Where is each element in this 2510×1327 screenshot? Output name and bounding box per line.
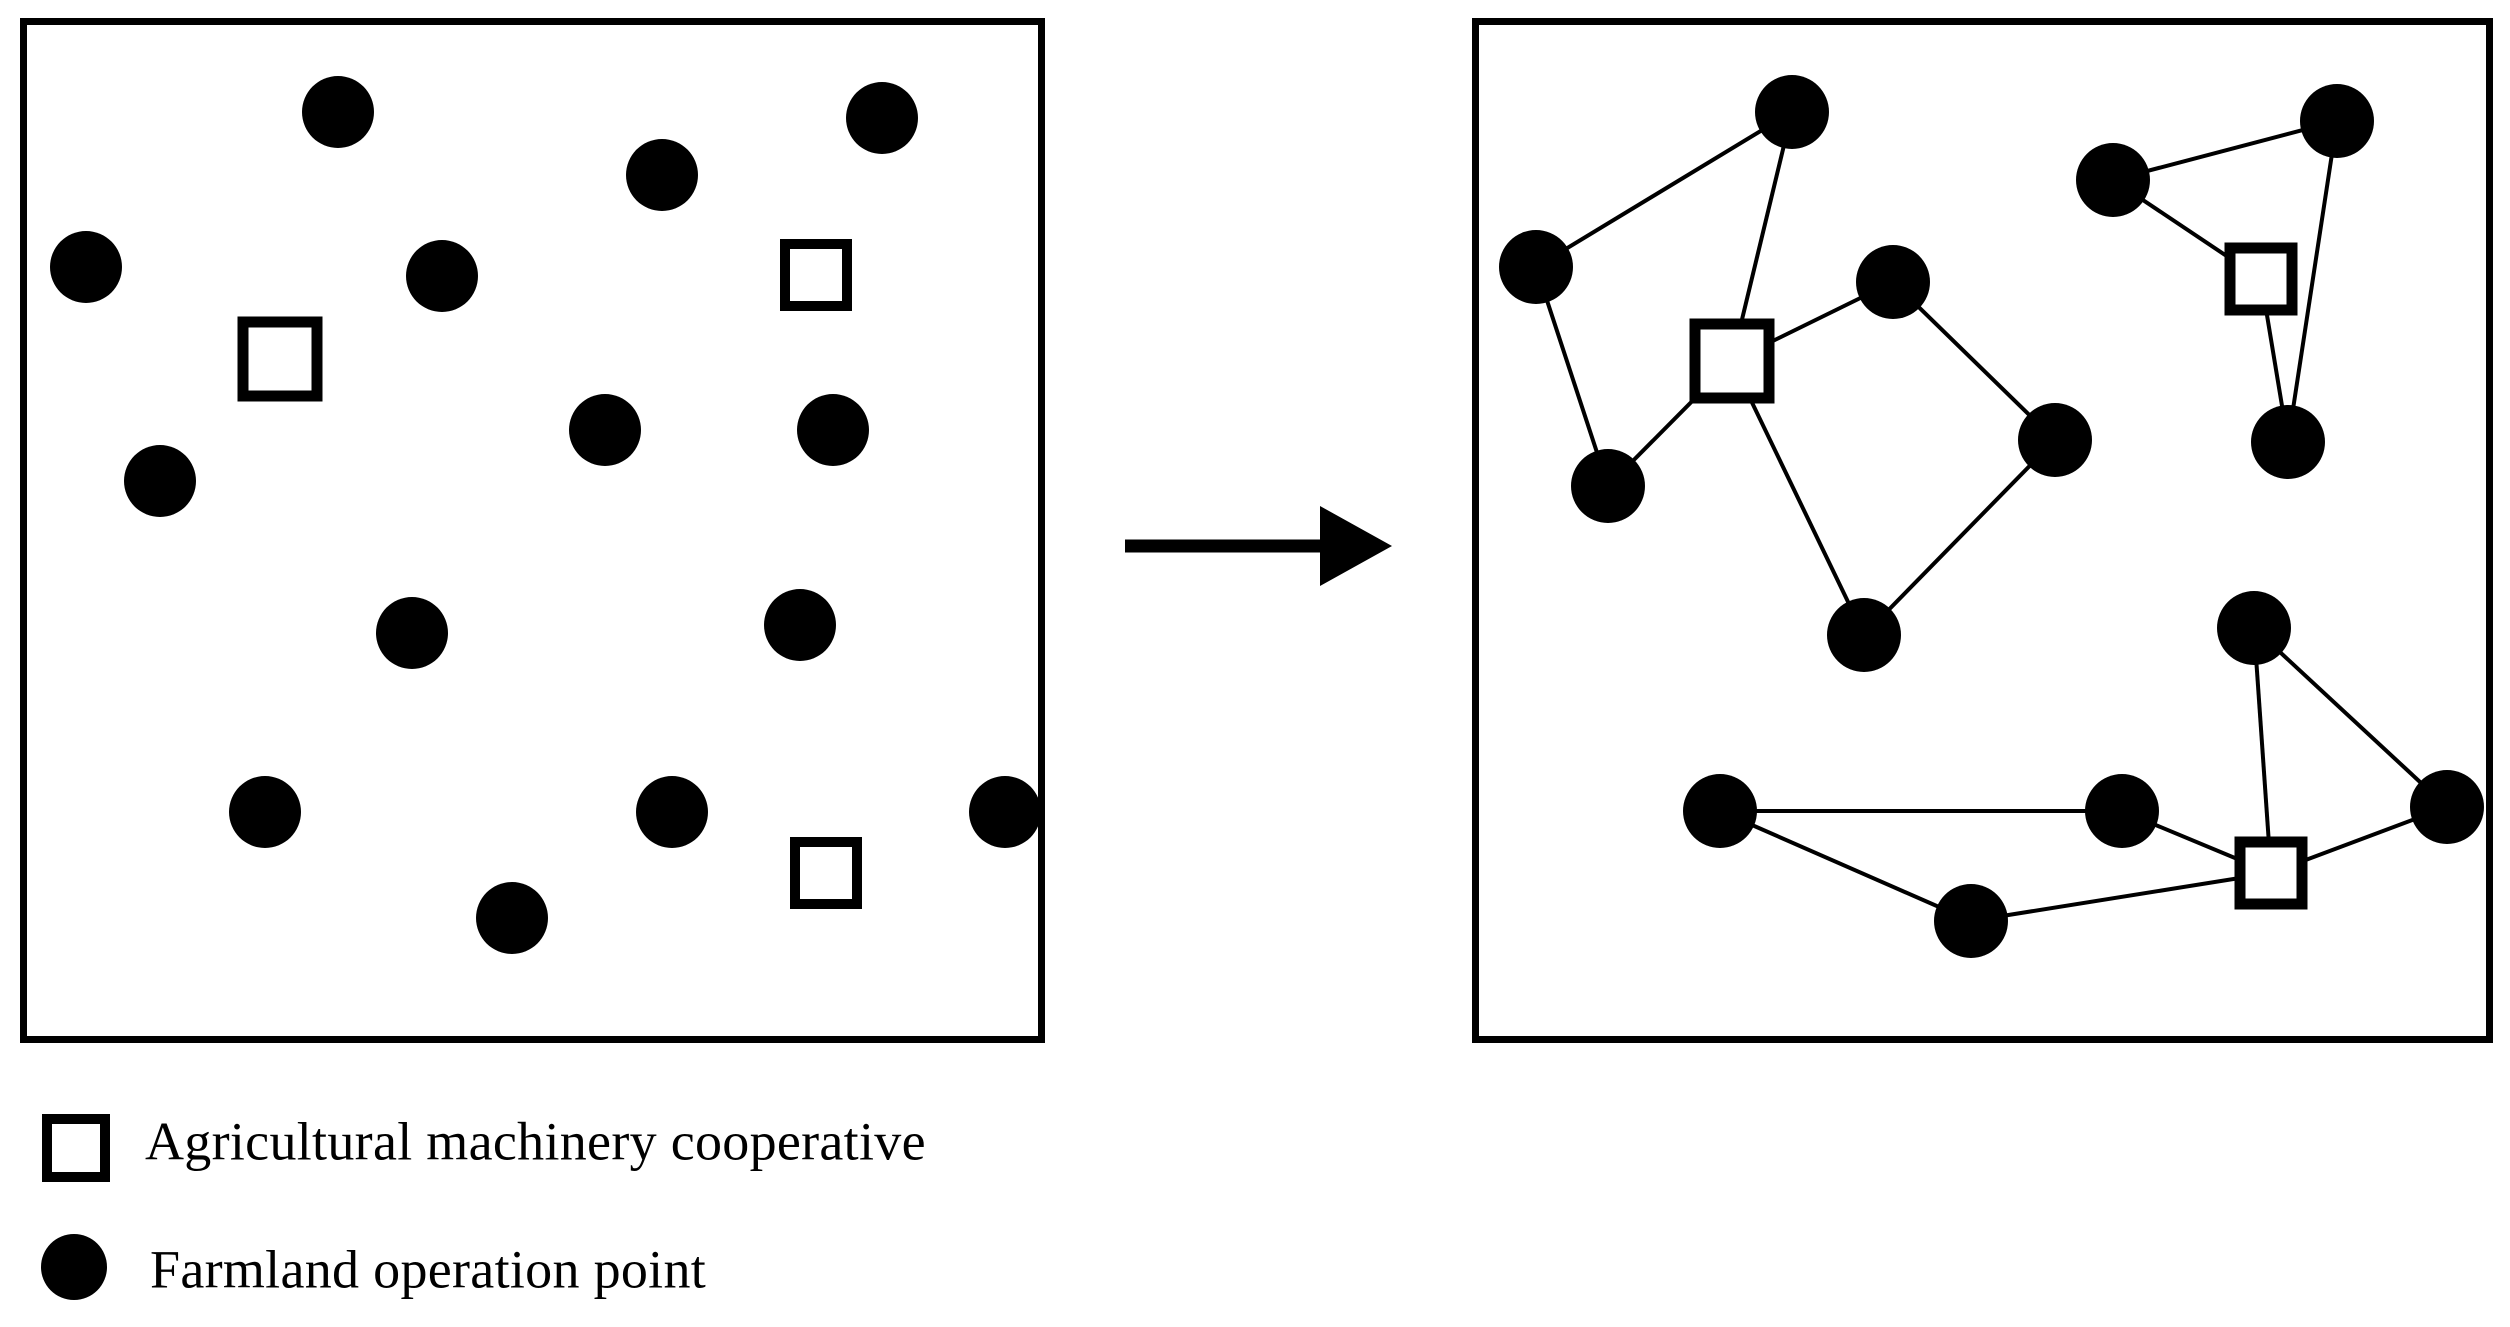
legend-label-cooperative: Agricultural machinery cooperative (145, 1111, 926, 1171)
farmland-operation-point-node[interactable] (1571, 449, 1645, 523)
agricultural-machinery-cooperative-node[interactable] (1689, 318, 1775, 404)
network-edge (1730, 360, 1866, 636)
farmland-operation-point-node[interactable] (2018, 403, 2092, 477)
agricultural-machinery-cooperative-node[interactable] (790, 837, 862, 909)
arrow-glyph (1125, 506, 1392, 586)
farmland-operation-point-node[interactable] (2085, 774, 2159, 848)
transformation-arrow (1125, 506, 1392, 586)
farmland-operation-point-node[interactable] (569, 394, 641, 466)
farmland-circle-icon (41, 1234, 107, 1300)
farmland-operation-point-node[interactable] (476, 882, 548, 954)
farmland-operation-point-node[interactable] (124, 445, 196, 517)
panel-after-shapes (1499, 75, 2484, 958)
farmland-operation-point-node[interactable] (406, 240, 478, 312)
network-edge (1862, 438, 2057, 637)
network-edge (1534, 266, 1610, 487)
agricultural-machinery-cooperative-node[interactable] (780, 239, 852, 311)
agricultural-machinery-cooperative-node[interactable] (2234, 836, 2308, 910)
panel-before-shapes (50, 76, 1041, 954)
network-edge (2112, 119, 2338, 182)
network-edge (1891, 280, 2057, 442)
farmland-operation-point-node[interactable] (2251, 405, 2325, 479)
farmland-operation-point-node[interactable] (1934, 884, 2008, 958)
panel-after-frame (1472, 18, 2493, 1043)
network-edge (2252, 626, 2449, 809)
farmland-operation-point-node[interactable] (1683, 774, 1757, 848)
legend-item-cooperative: Agricultural machinery cooperative (42, 1111, 926, 1182)
panel-before (20, 18, 1045, 1043)
farmland-operation-point-node[interactable] (626, 139, 698, 211)
network-edge (1719, 809, 1972, 923)
farmland-operation-point-node[interactable] (50, 231, 122, 303)
panel-after (1472, 18, 2493, 1043)
farmland-operation-point-node[interactable] (1755, 75, 1829, 149)
farmland-operation-point-node[interactable] (636, 776, 708, 848)
farmland-operation-point-node[interactable] (229, 776, 301, 848)
farmland-operation-point-node[interactable] (764, 589, 836, 661)
cooperative-square-icon (42, 1114, 110, 1182)
legend: Agricultural machinery cooperative Farml… (41, 1111, 926, 1300)
farmland-operation-point-node[interactable] (1827, 598, 1901, 672)
network-edge (1970, 871, 2272, 923)
panel-before-frame (20, 18, 1045, 1043)
farmland-operation-point-node[interactable] (2300, 84, 2374, 158)
farmland-operation-point-node[interactable] (1856, 245, 1930, 319)
legend-item-farmland: Farmland operation point (41, 1234, 706, 1300)
farmland-operation-point-node[interactable] (1499, 230, 1573, 304)
farmland-operation-point-node[interactable] (969, 776, 1041, 848)
farmland-operation-point-node[interactable] (797, 394, 869, 466)
network-edge (1534, 110, 1794, 269)
farmland-operation-point-node[interactable] (846, 82, 918, 154)
farmland-operation-point-node[interactable] (302, 76, 374, 148)
network-edge (2286, 120, 2339, 443)
agricultural-machinery-cooperative-node[interactable] (237, 316, 323, 402)
network-edge (2252, 627, 2273, 874)
agricultural-machinery-cooperative-node[interactable] (2224, 242, 2298, 316)
farmland-operation-point-node[interactable] (2410, 770, 2484, 844)
farmland-operation-point-node[interactable] (2217, 591, 2291, 665)
farmland-operation-point-node[interactable] (2076, 143, 2150, 217)
panel-after-edges (1534, 110, 2449, 923)
farmland-operation-point-node[interactable] (376, 597, 448, 669)
legend-label-farmland: Farmland operation point (150, 1239, 706, 1299)
